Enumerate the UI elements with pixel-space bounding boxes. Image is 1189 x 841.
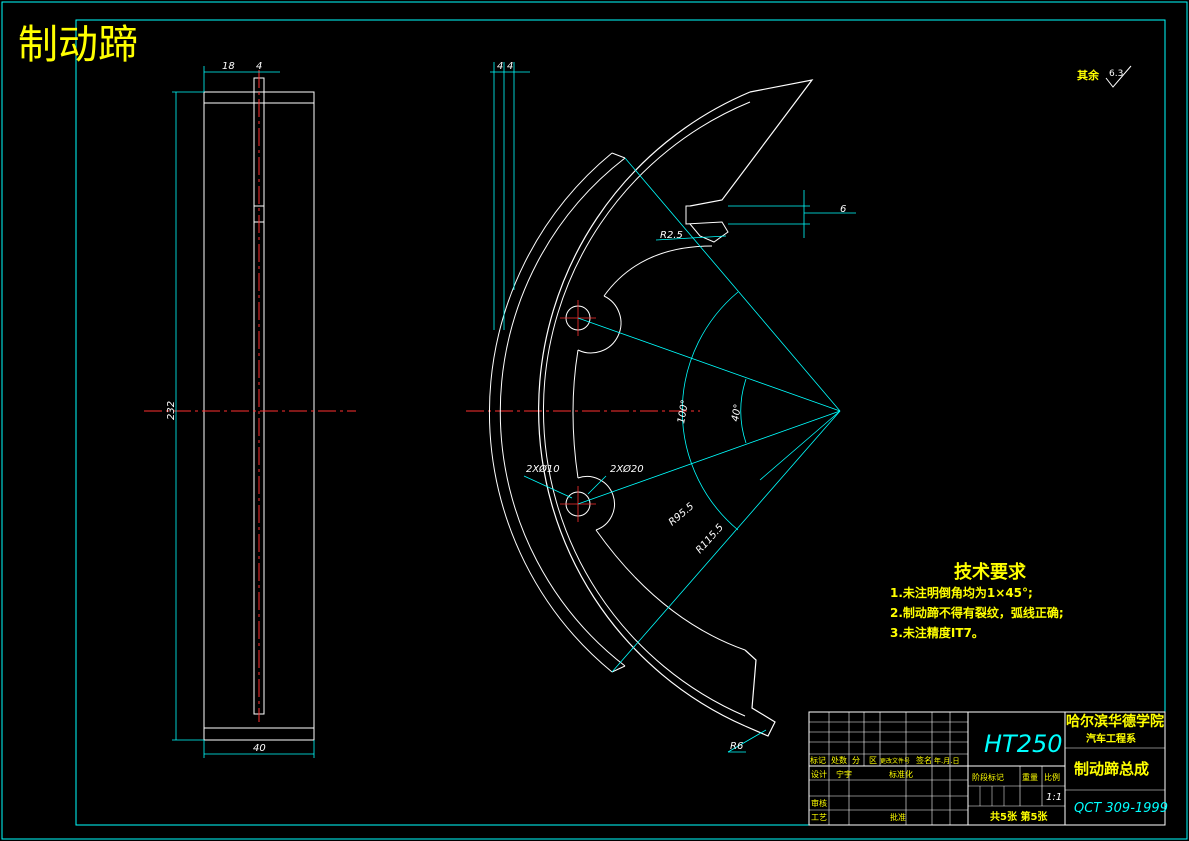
- title-block: 标记 处数 分 区 更改文件号 签名 年.月.日 设计 宁宇 标准化 审核 工艺…: [808, 711, 1168, 826]
- svg-text:6.3: 6.3: [1109, 69, 1123, 79]
- requirements-title: 技术要求: [954, 561, 1027, 583]
- requirement-3: 3.未注精度IT7。: [890, 625, 984, 640]
- tb-stage-label: 阶段标记: [972, 772, 1004, 782]
- dim-r2-5: R2.5: [660, 230, 683, 241]
- tb-row-label-0: 标记: [810, 755, 826, 765]
- tb-sheets: 共5张 第5张: [990, 810, 1048, 823]
- dim-slot: 6: [840, 204, 846, 215]
- dim-angle-40: 40°: [730, 403, 744, 422]
- tb-check-label: 审核: [811, 798, 827, 808]
- tb-row-label-6: 年.月.日: [934, 756, 959, 765]
- requirement-1: 1.未注明倒角均为1×45°;: [890, 585, 1033, 600]
- tb-standard: QCT 309-1999: [1074, 801, 1168, 816]
- tb-approve-label: 批准: [890, 812, 906, 822]
- tb-department: 汽车工程系: [1086, 732, 1136, 745]
- tb-design-label: 设计: [811, 769, 827, 779]
- dim-r95: R95.5: [667, 501, 696, 528]
- dim-hole-small: 2XØ10: [526, 463, 560, 475]
- dim-top-right: 4: [507, 61, 513, 72]
- dim-r115: R115.5: [694, 522, 726, 556]
- tb-material: HT250: [984, 730, 1063, 758]
- dim-angle-100: 100°: [676, 399, 691, 425]
- tb-process-label: 工艺: [811, 813, 827, 822]
- dim-top-left: 4: [497, 61, 503, 72]
- front-view: 100° 40° R95.5 R115.5 2XØ10 2XØ20 4 4 6 …: [466, 61, 856, 753]
- drawing-title: 制动蹄: [18, 22, 138, 68]
- tb-school: 哈尔滨华德学院: [1066, 713, 1164, 730]
- tb-part-name: 制动蹄总成: [1074, 760, 1149, 778]
- dim-side-web: 4: [256, 61, 262, 72]
- requirement-2: 2.制动蹄不得有裂纹，弧线正确;: [890, 605, 1064, 620]
- dim-hole-large: 2XØ20: [610, 463, 644, 475]
- tb-row-label-3: 区: [869, 756, 877, 765]
- technical-requirements: 技术要求 1.未注明倒角均为1×45°; 2.制动蹄不得有裂纹，弧线正确; 3.…: [890, 561, 1064, 640]
- tb-scale: 1:1: [1046, 792, 1062, 803]
- tb-row-label-2: 分: [852, 756, 860, 765]
- tb-designer: 宁宇: [836, 769, 852, 779]
- svg-text:其余: 其余: [1077, 68, 1100, 82]
- inner-frame: [75, 19, 1166, 826]
- dim-side-width-top: 18: [222, 61, 235, 72]
- tb-row-label-5: 签名: [916, 755, 932, 765]
- dim-r6: R6: [730, 741, 743, 752]
- dim-side-height: 232: [166, 401, 177, 420]
- side-view: 18 4 232 40: [144, 61, 356, 758]
- surface-roughness-note: 其余 6.3: [1077, 65, 1132, 88]
- tb-row-label-1: 处数: [831, 755, 847, 765]
- dim-side-width-bottom: 40: [253, 743, 266, 754]
- tb-weight-label: 重量: [1022, 772, 1038, 782]
- tb-standardize-label: 标准化: [889, 769, 913, 779]
- tb-row-label-4: 更改文件号: [880, 757, 910, 765]
- tb-ratio-label: 比例: [1044, 772, 1060, 782]
